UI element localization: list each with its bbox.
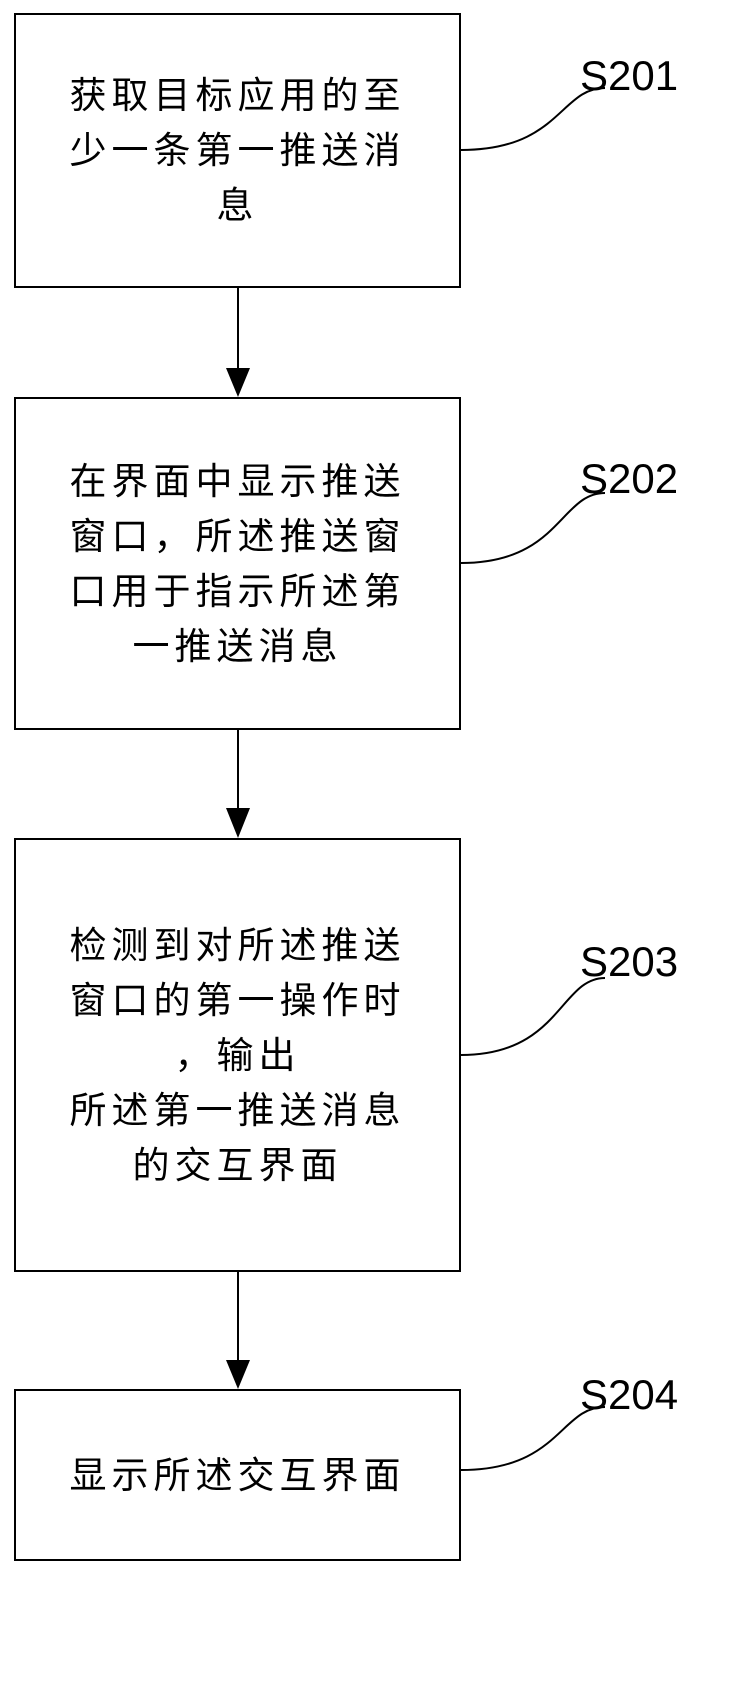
arrow-head-2 bbox=[226, 808, 250, 838]
arrow-head-1 bbox=[226, 368, 250, 397]
leader-curve-s204 bbox=[460, 1406, 606, 1471]
step-label-s201: S201 bbox=[580, 52, 679, 99]
step-text-s201: 获取目标应用的至 少一条第一推送消 息 bbox=[70, 68, 406, 233]
step-s203-line-4: 所述第一推送消息 bbox=[69, 1088, 406, 1132]
step-text-s204: 显示所述交互界面 bbox=[70, 1448, 406, 1503]
step-s202-line-2: 窗口，所述推送窗 bbox=[69, 514, 406, 558]
step-s203-line-5: 的交互界面 bbox=[132, 1143, 343, 1187]
step-s203-line-3: ，输出 bbox=[174, 1033, 301, 1077]
step-s202-line-4: 一推送消息 bbox=[132, 624, 343, 668]
step-s204-line-1: 显示所述交互界面 bbox=[69, 1453, 406, 1497]
step-label-s204: S204 bbox=[580, 1371, 679, 1418]
step-s202-line-3: 口用于指示所述第 bbox=[69, 569, 406, 613]
leader-curve-s201 bbox=[460, 87, 606, 151]
step-s203-line-2: 窗口的第一操作时 bbox=[69, 978, 406, 1022]
step-text-s202: 在界面中显示推送 窗口，所述推送窗 口用于指示所述第 一推送消息 bbox=[70, 454, 406, 674]
step-text-s203: 检测到对所述推送 窗口的第一操作时 ，输出 所述第一推送消息 的交互界面 bbox=[70, 918, 406, 1193]
step-s201-line-2: 少一条第一推送消 bbox=[69, 129, 406, 172]
step-s203-line-1: 检测到对所述推送 bbox=[69, 923, 406, 967]
step-box-s201: 获取目标应用的至 少一条第一推送消 息 bbox=[14, 13, 461, 288]
leader-curve-s203 bbox=[460, 977, 606, 1056]
step-label-s203: S203 bbox=[580, 938, 679, 985]
leader-curve-s202 bbox=[460, 492, 606, 564]
step-box-s203: 检测到对所述推送 窗口的第一操作时 ，输出 所述第一推送消息 的交互界面 bbox=[14, 838, 461, 1272]
arrow-head-3 bbox=[226, 1360, 250, 1389]
step-box-s202: 在界面中显示推送 窗口，所述推送窗 口用于指示所述第 一推送消息 bbox=[14, 397, 461, 730]
step-s201-line-1: 获取目标应用的至 bbox=[69, 74, 406, 117]
step-s202-line-1: 在界面中显示推送 bbox=[69, 459, 406, 503]
step-label-s202: S202 bbox=[580, 455, 679, 502]
step-box-s204: 显示所述交互界面 bbox=[14, 1389, 461, 1561]
step-s201-line-3: 息 bbox=[216, 184, 259, 227]
